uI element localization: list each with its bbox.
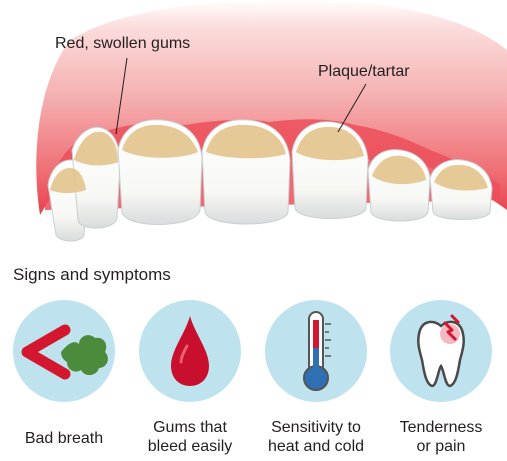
gums-teeth-illustration — [36, 0, 507, 242]
symptom-label: Bad breath — [24, 430, 104, 447]
plaque-leader-line — [337, 83, 367, 133]
symptom-label: Sensitivity to heat and cold — [267, 419, 365, 455]
bad-breath-icon — [21, 324, 108, 380]
symptom-icon-circle — [139, 300, 241, 402]
callout-plaque-tartar: Plaque/tartar — [318, 63, 410, 80]
symptom-label: Gums that bleed easily — [147, 419, 233, 455]
thermometer-icon — [303, 311, 331, 391]
gums-leader-line — [115, 57, 128, 135]
callout-red-swollen-gums: Red, swollen gums — [55, 35, 191, 52]
plaque-deposits — [50, 124, 488, 193]
symptom-icon-circle — [265, 300, 367, 402]
symptom-label: Tenderness or pain — [399, 419, 483, 455]
symptom-icon-circle — [13, 300, 115, 402]
section-title: Signs and symptoms — [13, 265, 171, 284]
gum-tissue — [36, 0, 507, 215]
symptom-icon-circle — [390, 300, 492, 402]
painful-tooth-icon — [417, 314, 465, 388]
blood-drop-icon — [171, 316, 209, 386]
